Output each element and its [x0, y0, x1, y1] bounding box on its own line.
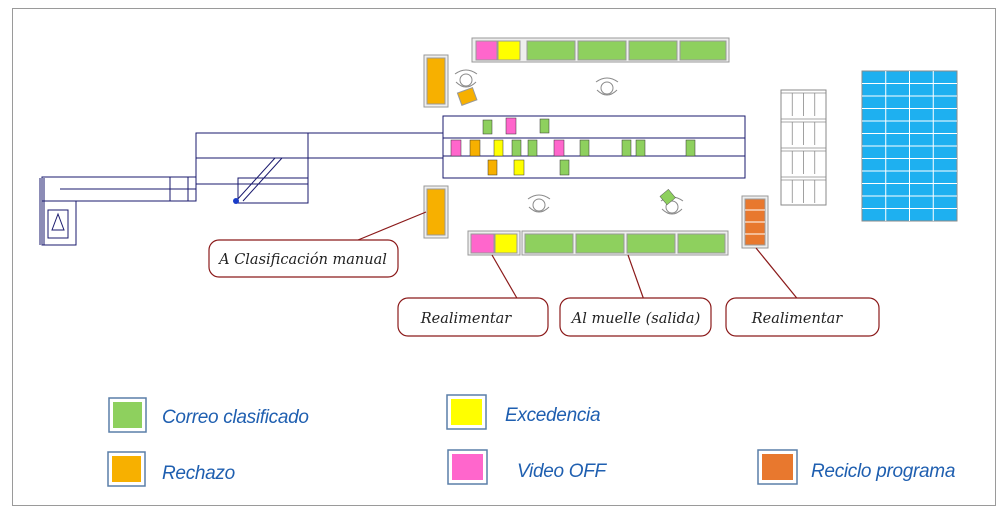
legend-item-correo: Correo clasificado: [108, 397, 309, 433]
callout-realimentar-right: Realimentar: [725, 297, 880, 337]
operator-icon: [454, 69, 478, 88]
legend-reciclo-label: Reciclo programa: [811, 461, 955, 482]
bottom-output-bins: [467, 230, 729, 256]
machine-outline: [39, 115, 746, 246]
diagram-frame: [12, 8, 996, 506]
empty-rack-grid: [781, 89, 826, 203]
top-output-bins: [471, 37, 730, 63]
legend-item-excedencia: Excedencia: [446, 394, 601, 430]
legend: Correo clasificado Excedencia Rechazo Vi…: [107, 394, 955, 487]
callout-manual: A Clasificación manual: [208, 239, 399, 278]
callout-manual-text: A Clasificación manual: [217, 252, 387, 268]
legend-video-label: Video OFF: [517, 461, 608, 482]
callout-leaders: [357, 211, 801, 303]
recycle-stack: [741, 195, 769, 249]
legend-correo-label: Correo clasificado: [162, 407, 309, 428]
legend-rechazo-label: Rechazo: [162, 463, 235, 484]
operator-icon: [527, 194, 551, 213]
callout-realimentar-right-text: Realimentar: [751, 311, 844, 327]
line-items: [450, 117, 696, 176]
green-tray: [659, 188, 676, 206]
pivot-dot: [233, 198, 239, 204]
legend-item-rechazo: Rechazo: [107, 451, 235, 487]
callout-muelle: Al muelle (salida): [559, 297, 712, 337]
callout-muelle-text: Al muelle (salida): [570, 311, 700, 327]
operator-icons: [454, 69, 684, 215]
callout-realimentar-left-text: Realimentar: [420, 311, 513, 327]
operator-icon: [595, 77, 619, 96]
legend-excedencia-label: Excedencia: [505, 405, 600, 426]
reject-stack-top: [423, 54, 478, 108]
blue-storage-grid: [862, 71, 957, 221]
reject-stack-bottom: [423, 185, 449, 239]
legend-item-reciclo: Reciclo programa: [757, 449, 955, 485]
legend-item-video: Video OFF: [447, 449, 608, 485]
callout-realimentar-left: Realimentar: [397, 297, 549, 337]
